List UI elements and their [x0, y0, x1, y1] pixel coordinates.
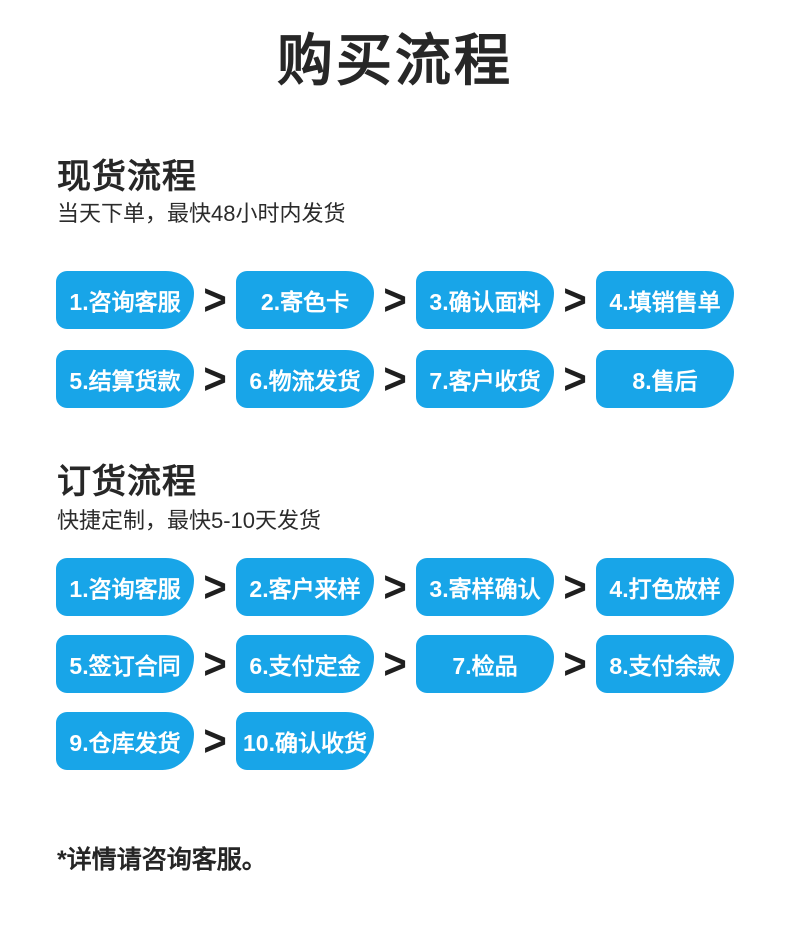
flow-step: 1.咨询客服 [56, 558, 194, 616]
flow-row: 1.咨询客服 > 2.客户来样 > 3.寄样确认 > 4.打色放样 [56, 558, 734, 616]
arrow-right-icon: > [203, 354, 227, 403]
section-subheading-instock: 当天下单，最快48小时内发货 [57, 201, 346, 226]
flow-step: 9.仓库发货 [56, 712, 194, 770]
flow-step: 4.填销售单 [596, 271, 734, 329]
arrow-right-icon: > [563, 639, 587, 688]
arrow-right-icon: > [383, 275, 407, 324]
flow-row: 5.结算货款 > 6.物流发货 > 7.客户收货 > 8.售后 [56, 350, 734, 408]
arrow-right-icon: > [383, 639, 407, 688]
flow-step: 1.咨询客服 [56, 271, 194, 329]
page-title: 购买流程 [277, 29, 513, 92]
flow-step: 4.打色放样 [596, 558, 734, 616]
arrow-right-icon: > [563, 562, 587, 611]
section-heading-order: 订货流程 [57, 463, 197, 501]
flow-step: 3.确认面料 [416, 271, 554, 329]
flow-step: 5.结算货款 [56, 350, 194, 408]
flow-row: 5.签订合同 > 6.支付定金 > 7.检品 > 8.支付余款 [56, 635, 734, 693]
flow-step: 8.支付余款 [596, 635, 734, 693]
flow-step: 10.确认收货 [236, 712, 374, 770]
flow-step: 2.寄色卡 [236, 271, 374, 329]
arrow-right-icon: > [383, 562, 407, 611]
footnote: *详情请咨询客服。 [57, 846, 267, 874]
arrow-right-icon: > [203, 275, 227, 324]
flow-row: 1.咨询客服 > 2.寄色卡 > 3.确认面料 > 4.填销售单 [56, 271, 734, 329]
flow-step: 7.客户收货 [416, 350, 554, 408]
flow-step: 7.检品 [416, 635, 554, 693]
flow-row: 9.仓库发货 > 10.确认收货 [56, 712, 734, 770]
arrow-right-icon: > [563, 354, 587, 403]
arrow-right-icon: > [563, 275, 587, 324]
flow-step: 3.寄样确认 [416, 558, 554, 616]
flow-step: 5.签订合同 [56, 635, 194, 693]
arrow-right-icon: > [383, 354, 407, 403]
section-heading-instock: 现货流程 [57, 158, 197, 196]
flow-step: 6.物流发货 [236, 350, 374, 408]
arrow-right-icon: > [203, 639, 227, 688]
flow-step: 8.售后 [596, 350, 734, 408]
section-subheading-order: 快捷定制，最快5-10天发货 [57, 508, 322, 533]
arrow-right-icon: > [203, 562, 227, 611]
arrow-right-icon: > [203, 716, 227, 765]
flow-step: 6.支付定金 [236, 635, 374, 693]
flow-step: 2.客户来样 [236, 558, 374, 616]
